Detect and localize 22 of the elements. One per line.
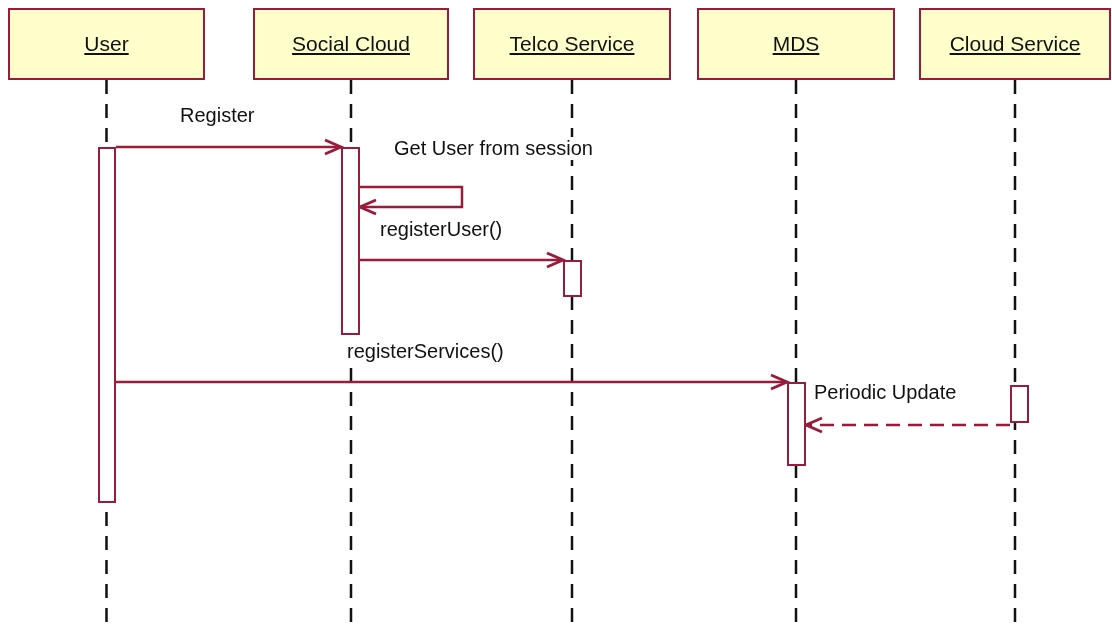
participant-name: Telco Service — [509, 31, 635, 57]
participant-box — [919, 8, 1111, 80]
participant-name: User — [84, 31, 129, 57]
participant-name: Cloud Service — [949, 31, 1081, 57]
activation-bar — [98, 147, 116, 503]
message-arrow — [116, 138, 343, 156]
participant-name: MDS — [772, 31, 820, 57]
participant-box — [8, 8, 205, 80]
activation-bar — [341, 147, 360, 335]
message-arrow — [360, 251, 565, 269]
activation-bar — [787, 382, 806, 466]
activation-bar — [563, 260, 582, 297]
edge-label: Register — [178, 104, 257, 127]
participant-box — [697, 8, 895, 80]
edge-label: Get User from session — [392, 137, 595, 160]
participant-box — [253, 8, 449, 80]
edge-label: registerServices() — [345, 340, 506, 363]
participant-box — [473, 8, 671, 80]
edge-label: Periodic Update — [812, 381, 959, 404]
participant-name: Social Cloud — [292, 31, 410, 57]
activation-bar — [1010, 385, 1029, 423]
message-arrow — [116, 373, 789, 391]
